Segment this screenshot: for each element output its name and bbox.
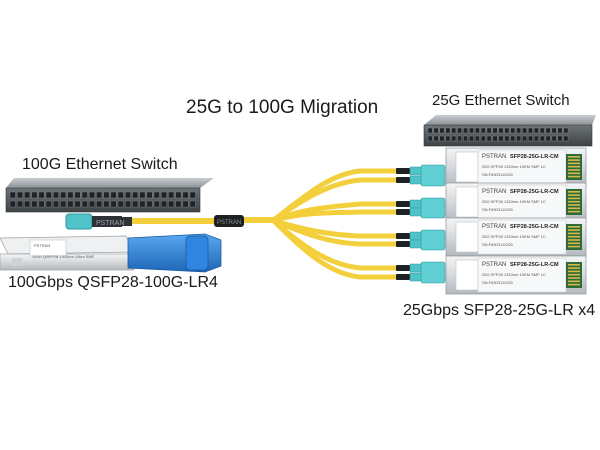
sfp28-module: PSTRAN SFP28-25G-LR-CM 25G SFP28 1310nm 10… [445,147,587,187]
sfp-model-text: SFP28-25G-LR-CM [510,189,559,195]
switch-100g-label: 100G Ethernet Switch [22,156,178,173]
sfp-contact-pins [566,262,582,288]
lc-duplex-connector [396,197,446,219]
sfp-model-text: SFP28-25G-LR-CM [510,154,559,160]
breakout-boot: PSTRAN [214,215,244,227]
qsfp-module-label: 100Gbps QSFP28-100G-LR4 [8,274,218,291]
lc-duplex-connector [396,261,446,284]
sfp-module-label: 25Gbps SFP28-25G-LR x4 [403,302,596,319]
sfp-spec-text: 25G SFP28 1310nm 10KM SMF LC [482,272,546,277]
sfp-serial-text: SN:F8303111200 [482,280,514,285]
sfp-brand-text: PSTRAN [482,154,506,160]
sfp-contact-pins [566,224,582,250]
sfp-serial-text: SN:F8303111200 [482,172,514,177]
sfp-brand-text: PSTRAN [482,262,506,268]
sfp-contact-pins [566,189,582,215]
sfp-contact-pins [566,154,582,180]
mpo-connector [65,213,132,230]
qsfp-spec-text: 100G QSFP28 1310nm 10km SMF [32,254,95,259]
sfp-model-text: SFP28-25G-LR-CM [510,262,559,268]
cable-brand-text: PSTRAN [96,220,124,227]
sfp-brand-text: PSTRAN [482,189,506,195]
sfp-spec-text: 25G SFP28 1310nm 10KM SMF LC [482,164,546,169]
switch-100g [5,178,214,213]
switch-25g [423,115,596,147]
sfp-modules: PSTRAN SFP28-25G-LR-CM 25G SFP28 1310nm 10… [445,147,587,295]
sfp-serial-text: SN:F8303111200 [482,242,514,247]
sfp-spec-text: 25G SFP28 1310nm 10KM SMF LC [482,234,546,239]
sfp-spec-text: 25G SFP28 1310nm 10KM SMF LC [482,199,546,204]
sfp28-module: PSTRAN SFP28-25G-LR-CM 25G SFP28 1310nm 10… [445,217,587,257]
qsfp-brand-text: PSTRAN [34,243,50,248]
switch-25g-ports [427,127,569,142]
sfp28-module: PSTRAN SFP28-25G-LR-CM 25G SFP28 1310nm 10… [445,255,587,295]
sfp28-module: PSTRAN SFP28-25G-LR-CM 25G SFP28 1310nm 10… [445,182,587,222]
switch-25g-label: 25G Ethernet Switch [432,92,570,109]
sfp-model-text: SFP28-25G-LR-CM [510,224,559,230]
switch-100g-ports [9,191,196,208]
qsfp28-module: 100G QSFP28 1310nm 10km SMF PSTRAN [0,233,222,273]
lc-duplex-connector [396,164,446,187]
boot-brand-text: PSTRAN [217,220,241,226]
lc-duplex-connector [396,229,446,251]
sfp-serial-text: SN:F8303111200 [482,207,514,212]
breakout-cable [117,168,401,280]
diagram-title: 25G to 100G Migration [186,97,379,118]
sfp-brand-text: PSTRAN [482,224,506,230]
lc-connectors [396,164,446,284]
